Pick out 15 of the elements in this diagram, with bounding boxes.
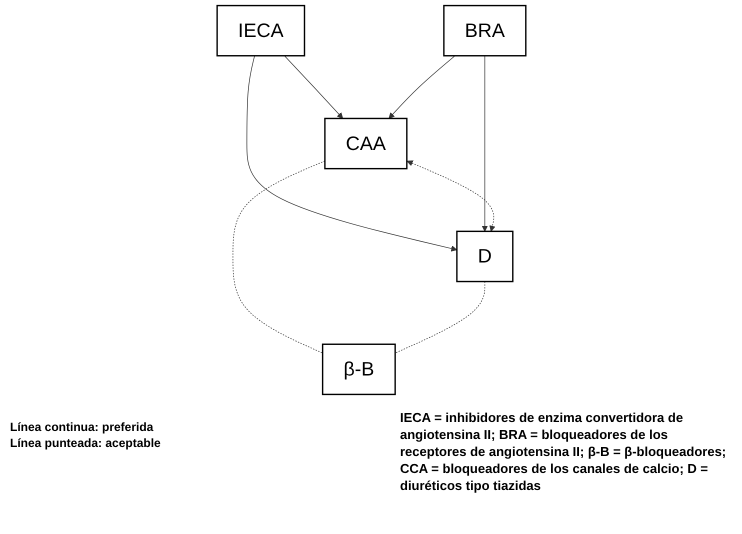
node-box: β-B xyxy=(321,344,396,396)
abbreviation-note: IECA = inhibidores de enzima convertidora de angiotensina II; BRA = bloqueadores de los receptores de angiotensina II; β-B = β-bloqueadores; CCA = bloqueadores de los canales de calcio; D = diuréticos tipo tiazidas xyxy=(400,410,728,494)
arrow xyxy=(284,55,343,119)
arrow xyxy=(388,55,455,119)
node-box: IECA xyxy=(216,4,305,56)
connector xyxy=(394,281,485,354)
arrow xyxy=(481,55,488,232)
line-style-note: Línea continua: preferida xyxy=(10,420,154,434)
node-box: CAA xyxy=(324,118,408,170)
line-style-note: Línea punteada: aceptable xyxy=(10,436,162,450)
node-box: D xyxy=(456,230,514,282)
connector xyxy=(232,160,325,354)
arrow xyxy=(246,55,457,252)
node-box: BRA xyxy=(442,4,526,56)
arrow xyxy=(406,160,495,232)
